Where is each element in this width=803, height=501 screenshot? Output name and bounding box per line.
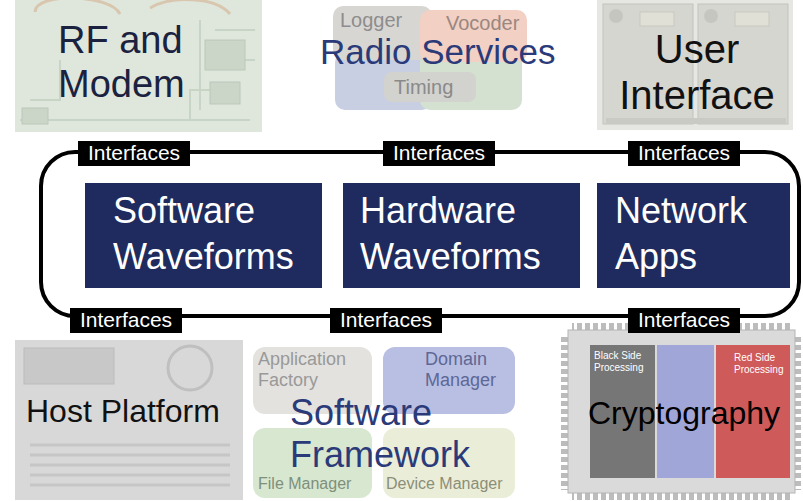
box-label: Hardware Waveforms [360,188,570,280]
chip: Cryptography Black Side Processing Red Sid… [558,322,802,501]
faded-label: Device Manager [386,474,514,494]
group-title: Radio Services [320,32,564,72]
interface-tag: Interfaces [628,308,740,333]
chip-pins [572,493,792,500]
faded-label: Timing [394,74,470,100]
tag-label: Interfaces [330,308,442,331]
waveform-box: Software Waveforms [85,183,322,288]
chip-picture [561,323,801,500]
service-box: Timing [384,72,476,102]
radio-screen [640,12,674,26]
panel-title: Host Platform [26,392,240,430]
app-box: Network Apps [597,183,790,288]
interface-tag: Interfaces [383,141,495,166]
panel-note: Black Side Processing [594,350,652,374]
interface-tag: Interfaces [78,141,190,166]
box-label: Software Waveforms [113,188,313,280]
image-panel: User Interface [597,0,793,130]
tag-label: Interfaces [628,308,740,331]
chip-body [568,330,795,493]
radio-screen [735,12,769,26]
radio-knob [609,9,623,23]
faded-label: Vocoder [446,12,524,35]
board-chip [22,108,48,124]
faded-label: Application Factory [258,349,368,391]
group-region: Software FrameworkApplication Factory Dom… [250,344,518,500]
interface-tag: Interfaces [628,141,740,166]
board-chip [210,82,240,104]
circuit-board-picture [15,0,262,132]
host-fan [168,346,212,390]
radio-knob [704,9,718,23]
chip-title: Cryptography [588,393,793,433]
image-panel: Host Platform [15,340,243,500]
chip-pins [561,334,568,490]
group-region: Radio ServicesLogger VocoderTiming [318,4,568,112]
board-cable [150,0,230,14]
radio-picture [597,0,793,130]
waveform-box: Hardware Waveforms [343,183,580,288]
panel-note: Red Side Processing [734,352,786,376]
interface-ring [41,152,799,316]
radio-base [606,118,786,124]
board-ground [15,0,262,132]
host-part [24,348,114,384]
host-computer-picture [15,340,243,500]
box-label: Network Apps [615,188,785,280]
faded-label: Domain Manager [425,349,511,391]
host-heatsink [30,445,230,485]
image-panel: RF and Modem [15,0,262,132]
tag-label: Interfaces [383,141,495,164]
panel-title: RF and Modem [58,18,208,106]
faded-label: File Manager [258,474,370,494]
chip-pins [795,334,801,490]
group-title: Software Framework [290,392,490,476]
tag-label: Interfaces [628,141,740,164]
radio-ground [597,0,793,130]
board-chip [205,40,245,70]
board-cable [35,0,120,14]
tag-label: Interfaces [78,141,190,164]
faded-label: Logger [340,9,424,32]
panel-title: User Interface [606,26,788,118]
interface-tag: Interfaces [330,308,442,333]
interface-tag: Interfaces [70,308,182,333]
tag-label: Interfaces [70,308,182,331]
host-ground [15,340,243,500]
